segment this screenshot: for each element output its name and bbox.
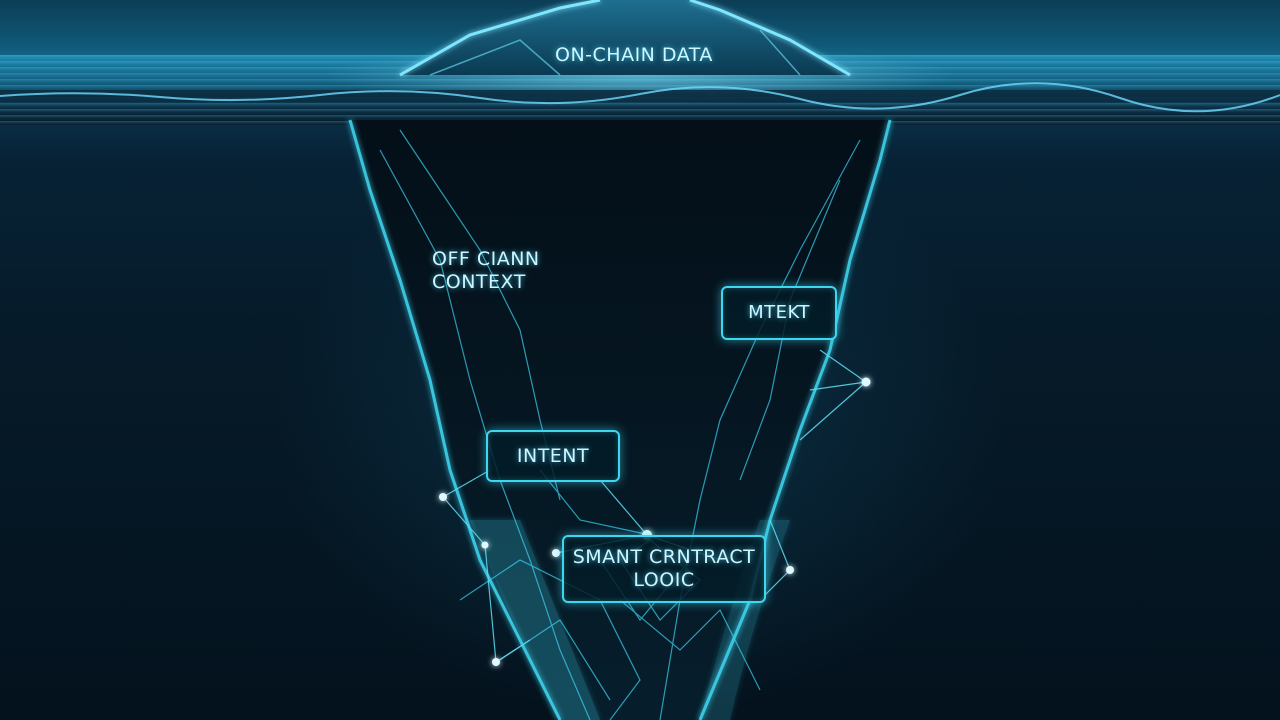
label-smart-contract-logic: SMANT CRNTRACT LOOIC — [562, 535, 766, 603]
label-intent-left: INTENT — [486, 430, 620, 482]
label-off-chain-line1: OFF CIANN — [432, 248, 540, 270]
network-node — [439, 493, 447, 501]
label-intent-right-text: MTEKT — [748, 302, 810, 324]
network-node — [861, 377, 871, 387]
network-node — [481, 541, 489, 549]
label-off-chain-context: OFF CIANN CONTEXT — [432, 248, 540, 294]
label-off-chain-line2: CONTEXT — [432, 270, 526, 293]
iceberg-tip — [399, 0, 851, 77]
network-node — [552, 549, 560, 557]
label-on-chain-data: ON-CHAIN DATA — [555, 44, 713, 66]
label-intent-left-text: INTENT — [516, 444, 590, 467]
label-intent-right: MTEKT — [721, 286, 837, 340]
network-node — [492, 658, 500, 666]
network-node — [786, 566, 794, 574]
label-smart-contract-line2: LOOIC — [633, 569, 695, 591]
label-smart-contract-line1: SMANT CRNTRACT — [572, 546, 756, 569]
iceberg-submerged-body — [348, 119, 892, 720]
